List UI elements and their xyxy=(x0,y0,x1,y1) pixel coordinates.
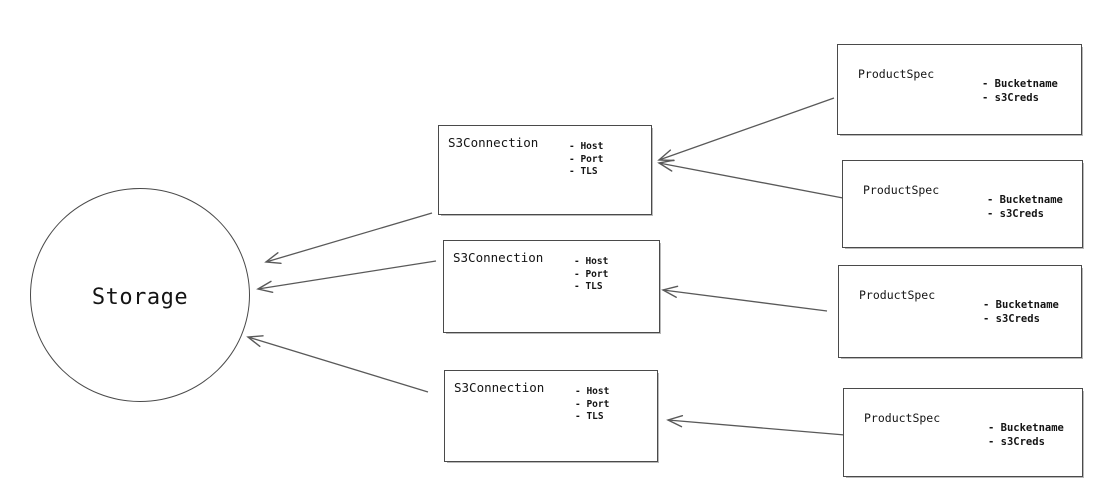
product-spec-node-3: ProductSpec - Bucketname - s3Creds xyxy=(838,265,1082,358)
arrow-product-spec-4-to-s3-connection-3 xyxy=(666,415,846,436)
s3-connection-node-1: S3Connection - Host - Port - TLS xyxy=(438,125,652,215)
attribute-list: - Bucketname - s3Creds xyxy=(983,298,1059,326)
attribute-item: - TLS xyxy=(574,281,603,292)
attribute-item: - s3Creds xyxy=(987,208,1044,220)
arrow-product-spec-2-to-s3-connection-1 xyxy=(657,159,844,199)
node-title: S3Connection xyxy=(453,250,544,265)
attribute-item: - Host xyxy=(574,256,609,267)
attribute-list: - Host - Port - TLS xyxy=(574,256,608,294)
attribute-item: - Bucketname xyxy=(983,299,1059,311)
arrow-s3-connection-1-to-storage xyxy=(264,212,433,265)
attribute-item: - TLS xyxy=(575,411,604,422)
attribute-item: - Bucketname xyxy=(987,194,1063,206)
s3-connection-node-3: S3Connection - Host - Port - TLS xyxy=(444,370,658,462)
attribute-list: - Bucketname - s3Creds xyxy=(988,421,1064,449)
attribute-item: - Port xyxy=(575,398,610,410)
attribute-item: - Host xyxy=(569,141,604,152)
storage-label: Storage xyxy=(91,284,189,310)
node-title: S3Connection xyxy=(448,135,539,150)
storage-node: Storage xyxy=(30,188,250,402)
attribute-item: - TLS xyxy=(569,166,598,177)
node-title: ProductSpec xyxy=(858,67,935,81)
attribute-list: - Bucketname - s3Creds xyxy=(987,193,1063,221)
node-title: ProductSpec xyxy=(863,183,940,197)
node-title: S3Connection xyxy=(454,380,545,395)
attribute-item: - Bucketname xyxy=(988,422,1064,434)
attribute-list: - Host - Port - TLS xyxy=(569,141,603,179)
arrow-product-spec-1-to-s3-connection-1 xyxy=(657,97,835,162)
attribute-item: - Bucketname xyxy=(982,78,1058,90)
arrow-s3-connection-2-to-storage xyxy=(256,260,437,293)
arrow-s3-connection-3-to-storage xyxy=(246,335,429,393)
product-spec-node-1: ProductSpec - Bucketname - s3Creds xyxy=(837,44,1082,135)
s3-connection-node-2: S3Connection - Host - Port - TLS xyxy=(443,240,660,333)
node-title: ProductSpec xyxy=(864,411,941,425)
product-spec-node-4: ProductSpec - Bucketname - s3Creds xyxy=(843,388,1083,477)
attribute-list: - Host - Port - TLS xyxy=(575,386,609,424)
attribute-item: - s3Creds xyxy=(982,92,1039,104)
attribute-item: - Host xyxy=(575,386,610,397)
attribute-item: - Port xyxy=(569,153,604,165)
product-spec-node-2: ProductSpec - Bucketname - s3Creds xyxy=(842,160,1083,248)
node-title: ProductSpec xyxy=(859,288,936,302)
arrow-product-spec-3-to-s3-connection-2 xyxy=(661,285,828,312)
attribute-list: - Bucketname - s3Creds xyxy=(982,77,1058,105)
attribute-item: - s3Creds xyxy=(988,436,1045,448)
attribute-item: - Port xyxy=(574,268,609,280)
attribute-item: - s3Creds xyxy=(983,313,1040,325)
